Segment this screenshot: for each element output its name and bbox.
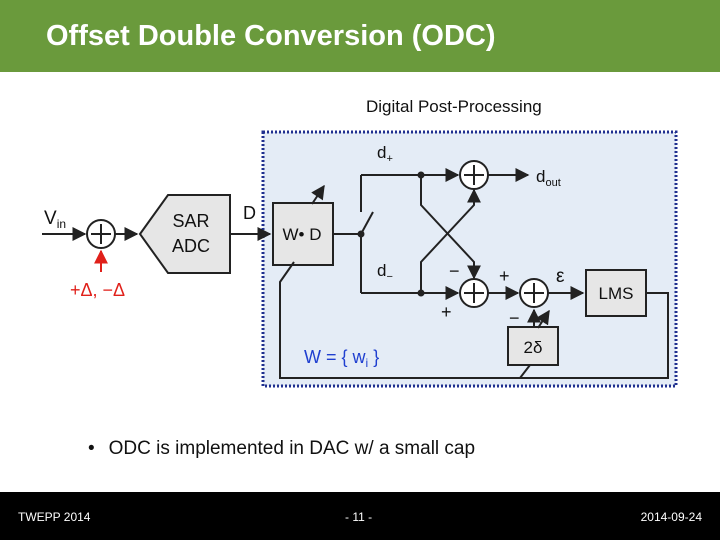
error-sum-node xyxy=(519,278,549,308)
input-sum-node xyxy=(86,219,116,249)
footer-page-number: - 11 - xyxy=(345,510,373,524)
bullet-text: ODC is implemented in DAC w/ a small cap xyxy=(108,438,476,459)
bullet-dot: • xyxy=(88,438,95,459)
wd-label: W• D xyxy=(283,225,322,244)
two-delta-label: 2δ xyxy=(524,338,543,357)
lms-label: LMS xyxy=(599,284,634,303)
footer-conference: TWEPP 2014 xyxy=(18,510,91,524)
two-delta-block xyxy=(507,326,559,366)
lms-block xyxy=(585,269,647,317)
sign-minus-lms: − xyxy=(509,308,520,328)
title-bar: Offset Double Conversion (ODC) xyxy=(0,0,720,72)
offset-label: +Δ, −Δ xyxy=(70,280,125,300)
dout-label: dout xyxy=(536,167,561,189)
difference-sum-node xyxy=(459,278,489,308)
sign-plus-top: + xyxy=(499,266,510,286)
footer-bar: TWEPP 2014 - 11 - 2014-09-24 xyxy=(0,492,720,540)
dplus-label: d+ xyxy=(377,143,393,165)
sign-plus-bottom: + xyxy=(441,302,452,322)
footer-date: 2014-09-24 xyxy=(640,510,702,524)
dout-sum-node xyxy=(459,160,489,190)
section-label: Digital Post-Processing xyxy=(366,97,542,116)
dminus-label: d− xyxy=(377,261,393,283)
adc-label-line2: ADC xyxy=(172,236,210,256)
weights-label: W = { wi } xyxy=(304,347,379,370)
sar-adc-block xyxy=(138,194,231,274)
slide-title: Offset Double Conversion (ODC) xyxy=(46,20,496,52)
vin-label: Vin xyxy=(44,208,66,231)
weight-multiply-block xyxy=(272,202,334,266)
d-label: D xyxy=(243,203,256,223)
epsilon-label: ε xyxy=(556,266,565,287)
bullet-point: • ODC is implemented in DAC w/ a small ca… xyxy=(88,438,475,460)
sign-minus-top: − xyxy=(449,261,460,281)
adc-label-line1: SAR xyxy=(172,211,209,231)
